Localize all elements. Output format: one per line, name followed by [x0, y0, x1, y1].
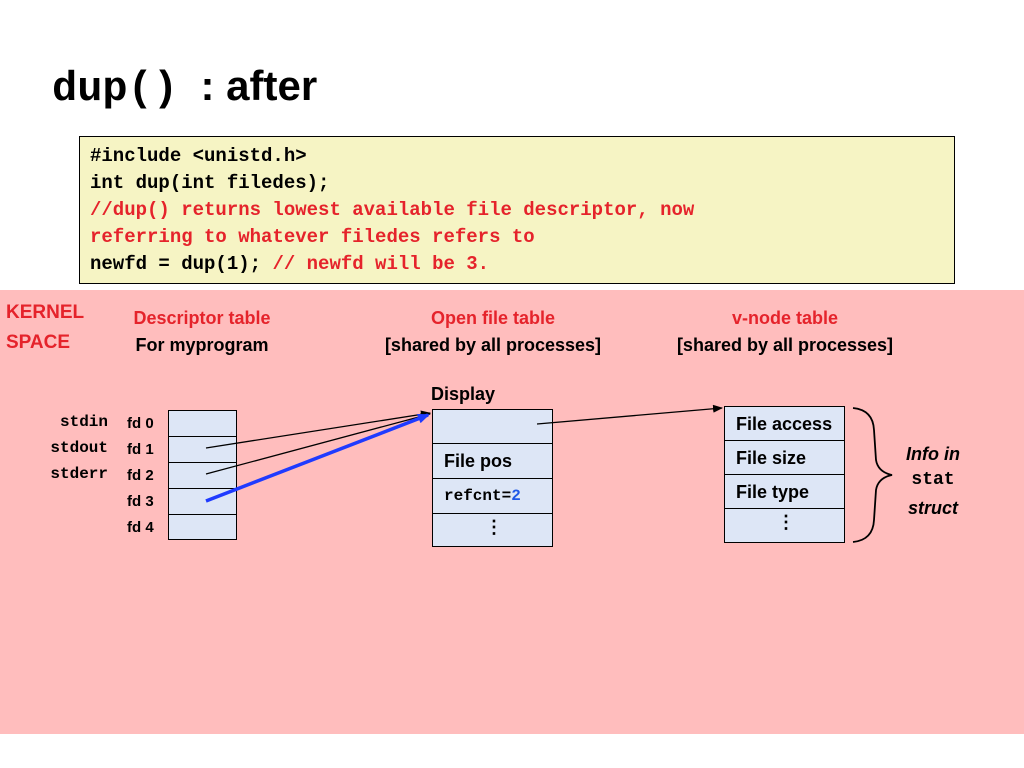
code-line-1: #include <unistd.h>	[90, 145, 307, 167]
fd4-label: fd 4	[127, 519, 154, 536]
fd1-label: fd 1	[127, 441, 154, 458]
stdin-label: stdin	[59, 413, 108, 431]
title-function: dup()	[52, 65, 179, 113]
vnode-table-header: v-node table	[731, 308, 838, 328]
vnode-file-size-cell: File size	[724, 440, 845, 475]
code-line-5-comment: // newfd will be 3.	[272, 253, 490, 275]
refcnt-label: refcnt=	[444, 487, 512, 505]
refcnt-value: 2	[511, 487, 521, 505]
info-line3: struct	[907, 498, 958, 518]
fd3-arrow	[205, 413, 430, 503]
kernel-label-line1: KERNEL	[6, 302, 85, 323]
open-file-table-header: Open file table	[430, 308, 556, 328]
info-line1: Info in	[906, 444, 960, 464]
code-line-2: int dup(int filedes);	[90, 172, 330, 194]
code-line-5-code: newfd = dup(1);	[90, 253, 262, 275]
page-title: dup() : after	[52, 62, 317, 122]
file-pos-text: File pos	[444, 451, 513, 471]
vnode-table-sub: [shared by all processes]	[676, 335, 894, 355]
stderr-label: stderr	[50, 465, 108, 483]
open-file-ellipsis: ⋮	[485, 517, 503, 537]
refcnt-text: refcnt=2	[444, 487, 521, 505]
open-file-entry-name: Display	[431, 384, 496, 404]
fd2-label: fd 2	[127, 467, 154, 484]
vnode-file-type-text: File type	[736, 482, 810, 502]
info-line2: stat	[911, 470, 955, 490]
vnode-more-cell: ⋮	[724, 508, 845, 543]
descriptor-table-sub: For myprogram	[135, 335, 269, 355]
title-suffix: : after	[200, 62, 318, 109]
open-file-more-cell: ⋮	[432, 513, 553, 547]
open-file-table-sub: [shared by all processes]	[384, 335, 602, 355]
fd2-arrow	[205, 412, 431, 475]
vnode-ellipsis: ⋮	[777, 512, 795, 532]
vnode-file-access-cell: File access	[724, 406, 845, 441]
code-box: #include <unistd.h> int dup(int filedes)…	[79, 136, 955, 284]
fd1-arrow	[205, 410, 431, 449]
stdout-label: stdout	[50, 439, 108, 457]
curly-brace	[852, 407, 893, 543]
fd4-cell	[168, 514, 237, 540]
file-pos-cell: File pos	[432, 443, 553, 479]
descriptor-table-header: Descriptor table	[133, 308, 271, 328]
vnode-file-access-text: File access	[736, 414, 833, 434]
vnode-file-size-text: File size	[736, 448, 807, 468]
open-file-to-vnode-arrow	[536, 404, 723, 425]
fd0-label: fd 0	[127, 415, 154, 432]
code-line-5: newfd = dup(1); // newfd will be 3.	[90, 251, 944, 278]
code-line-4: referring to whatever filedes refers to	[90, 226, 535, 248]
kernel-space-label: KERNEL SPACE	[6, 298, 84, 358]
fd3-label: fd 3	[127, 493, 154, 510]
kernel-label-line2: SPACE	[6, 332, 71, 353]
fd2-cell	[168, 462, 237, 489]
code-line-3: //dup() returns lowest available file de…	[90, 199, 695, 221]
